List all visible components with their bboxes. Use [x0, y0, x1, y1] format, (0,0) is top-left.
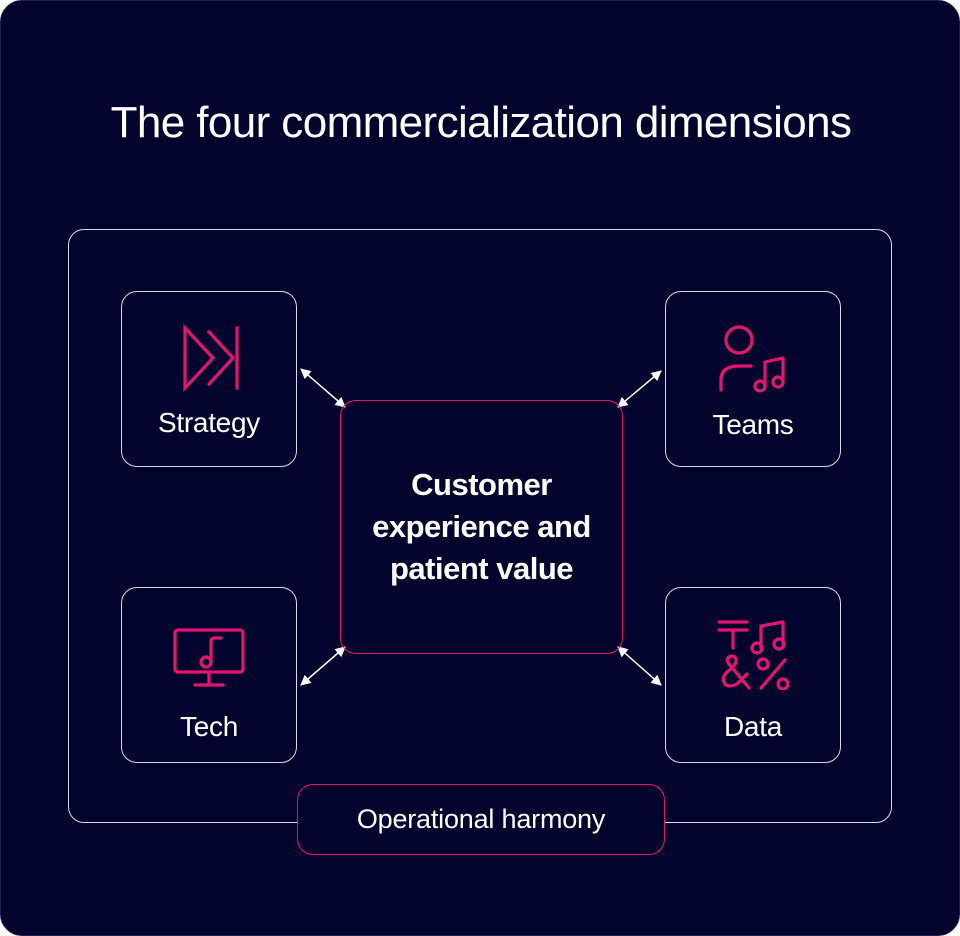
teams-box: Teams	[665, 291, 841, 467]
fast-forward-icon	[183, 323, 239, 393]
symbols-icon	[717, 620, 789, 690]
diagram-title: The four commercialization dimensions	[110, 98, 852, 147]
operational-harmony-box: Operational harmony	[297, 784, 665, 855]
data-label: Data	[724, 711, 782, 742]
tech-label: Tech	[180, 711, 238, 742]
strategy-label: Strategy	[158, 407, 260, 438]
teams-label: Teams	[712, 409, 794, 440]
operational-harmony-label: Operational harmony	[356, 804, 606, 834]
center-label: Customer experience and patient value	[372, 467, 591, 586]
person-music-icon	[719, 325, 785, 393]
center-box: Customer experience and patient value	[340, 400, 623, 654]
tech-box: Tech	[121, 587, 297, 763]
strategy-box: Strategy	[121, 291, 297, 467]
data-box: Data	[665, 587, 841, 763]
monitor-music-icon	[173, 628, 245, 687]
